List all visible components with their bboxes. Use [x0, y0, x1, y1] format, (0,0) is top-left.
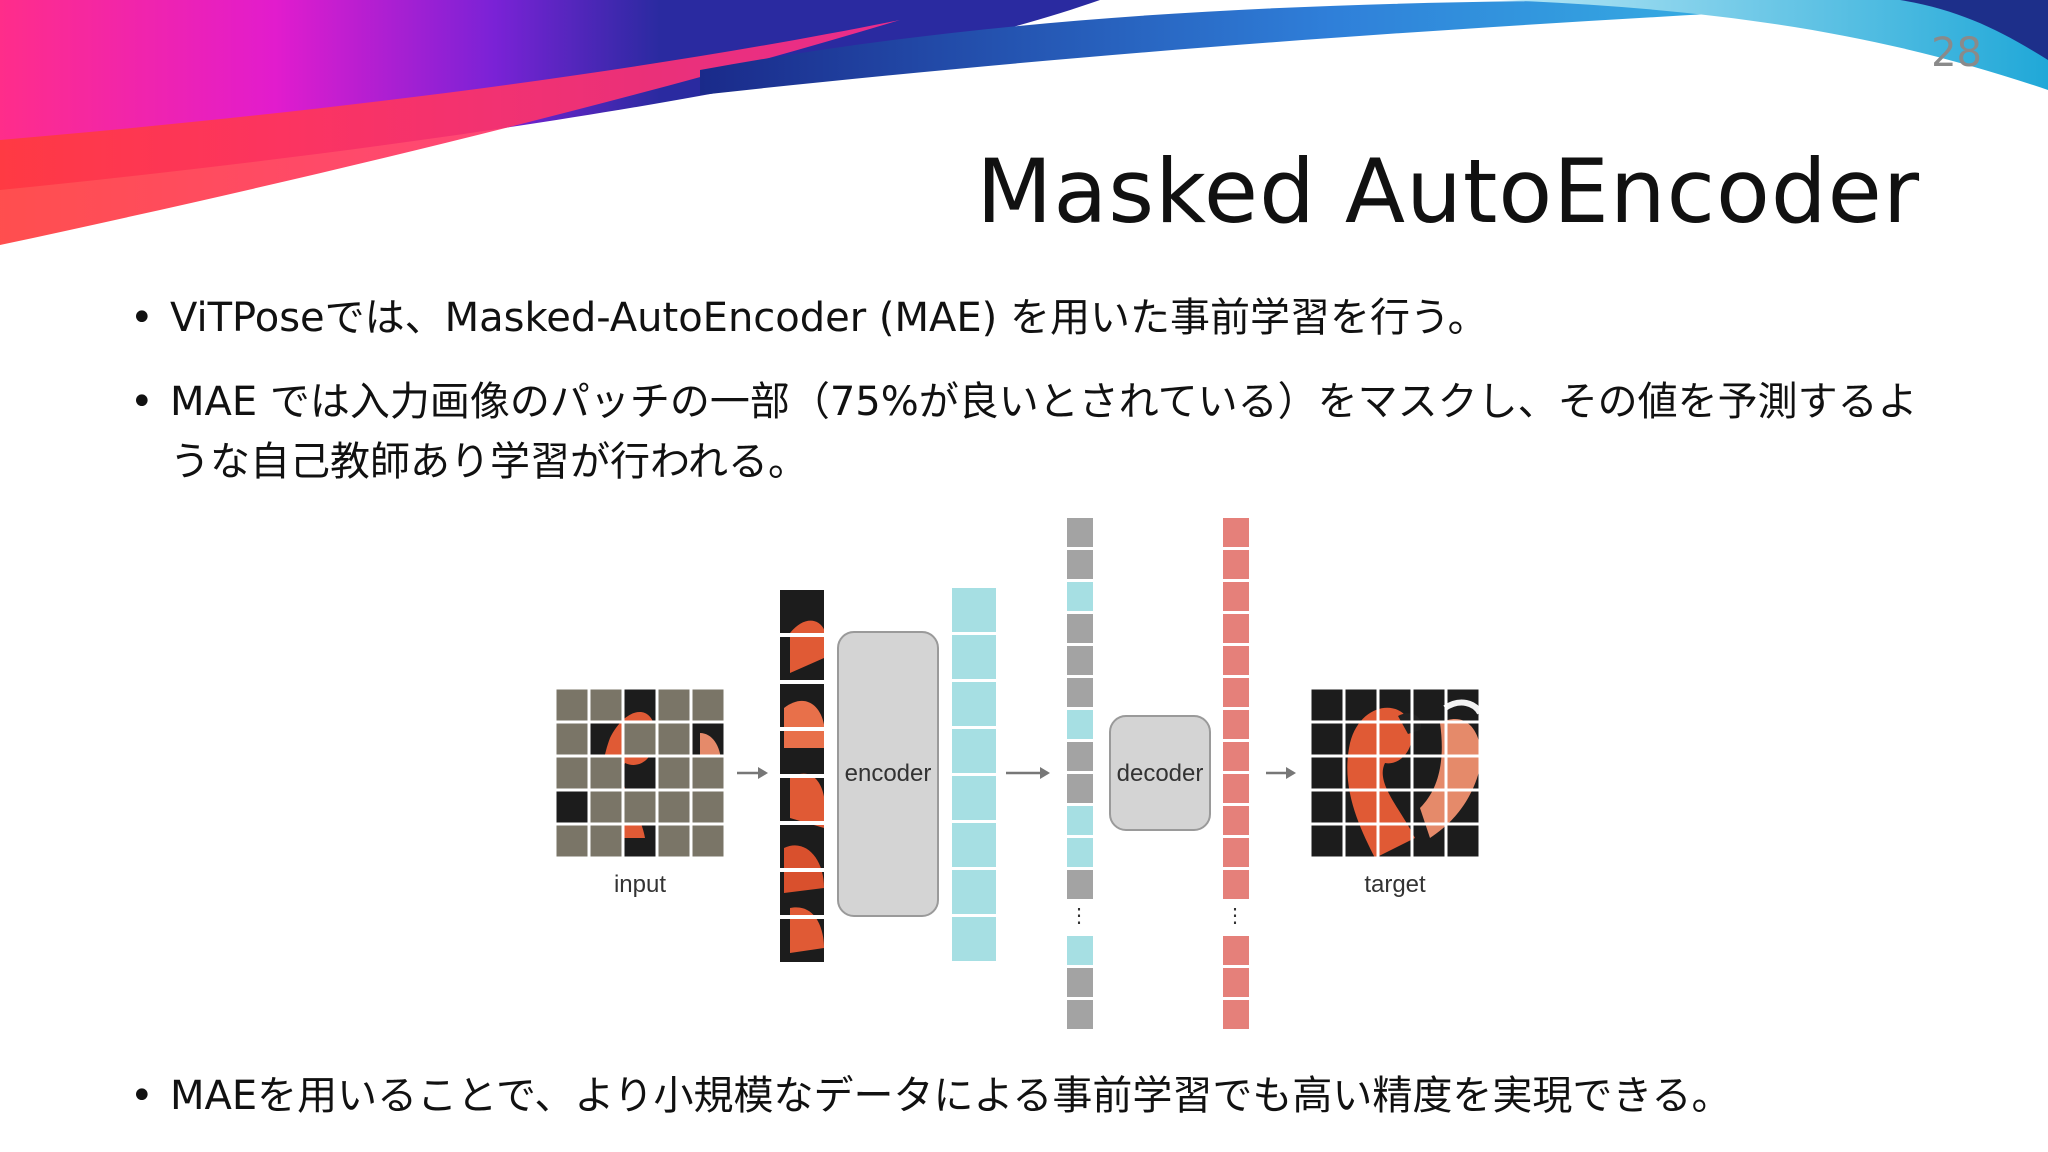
mask-token: [1067, 646, 1093, 675]
output-token: [1223, 518, 1249, 547]
ellipsis-mark: ⋮: [1069, 905, 1089, 927]
slide-title: Masked AutoEncoder: [976, 140, 1920, 243]
visible-token: [1067, 838, 1093, 867]
mask-patch: [657, 722, 691, 756]
output-token: [1223, 614, 1249, 643]
output-token: [1223, 710, 1249, 739]
mask-patch: [589, 790, 623, 824]
mask-token: [1067, 678, 1093, 707]
output-token: [1223, 582, 1249, 611]
encoded-token: [952, 682, 996, 726]
visible-patch-strip: [780, 586, 824, 966]
encoded-tokens: [952, 588, 996, 961]
strip-separator: [780, 774, 824, 778]
mae-diagram: input encoder ⋮ decoder ⋮: [553, 518, 1482, 1029]
strip-separator: [780, 633, 824, 637]
mask-patch: [691, 688, 725, 722]
mask-patch: [589, 824, 623, 858]
mask-patches: [553, 686, 727, 860]
output-token: [1223, 838, 1249, 867]
mask-token: [1067, 968, 1093, 997]
mask-patch: [691, 824, 725, 858]
arrow-right-icon: [737, 767, 768, 779]
page-number: 28: [1931, 30, 1982, 76]
mask-patch: [589, 756, 623, 790]
encoder-block: encoder: [837, 631, 939, 917]
encoded-token: [952, 776, 996, 820]
mask-patch: [657, 756, 691, 790]
mask-patch: [589, 688, 623, 722]
target-label: target: [1364, 871, 1426, 898]
mask-patch: [657, 824, 691, 858]
output-token: [1223, 806, 1249, 835]
decoder-block: decoder: [1109, 715, 1211, 831]
full-token-sequence: [1067, 518, 1093, 1029]
encoded-token: [952, 917, 996, 961]
mask-patch: [623, 790, 657, 824]
output-tokens: [1223, 518, 1249, 1029]
output-token: [1223, 646, 1249, 675]
mask-patch: [555, 756, 589, 790]
mask-token: [1067, 550, 1093, 579]
mask-token: [1067, 518, 1093, 547]
input-image: input: [553, 686, 727, 898]
bullet-list: ViTPoseでは、Masked-AutoEncoder (MAE) を用いた事…: [126, 288, 1946, 516]
grid-cell: [689, 822, 727, 860]
mask-patch: [555, 722, 589, 756]
encoder-label: encoder: [845, 760, 932, 787]
output-token: [1223, 742, 1249, 771]
output-token: [1223, 774, 1249, 803]
strip-separator: [780, 915, 824, 919]
strip-separator: [780, 868, 824, 872]
visible-token: [1067, 582, 1093, 611]
output-token: [1223, 936, 1249, 965]
mask-patch: [657, 688, 691, 722]
grid-cell: [1444, 822, 1482, 860]
visible-token: [1067, 936, 1093, 965]
bullet-item: MAEを用いることで、より小規模なデータによる事前学習でも高い精度を実現できる。: [126, 1066, 1990, 1126]
mask-token: [1067, 1000, 1093, 1029]
strip-separator: [780, 680, 824, 684]
strip-separator: [780, 586, 824, 590]
ellipsis-mark: ⋮: [1225, 905, 1245, 927]
mask-token: [1067, 774, 1093, 803]
output-token: [1223, 968, 1249, 997]
output-token: [1223, 1000, 1249, 1029]
mask-patch: [623, 722, 657, 756]
mask-token: [1067, 870, 1093, 899]
encoded-token: [952, 588, 996, 632]
arrow-right-icon: [1266, 767, 1296, 779]
decoder-label: decoder: [1117, 760, 1204, 787]
target-image: target: [1308, 686, 1482, 898]
encoded-token: [952, 870, 996, 914]
encoded-token: [952, 823, 996, 867]
flamingo-target: [1347, 699, 1480, 858]
input-label: input: [614, 871, 666, 898]
output-token: [1223, 678, 1249, 707]
encoded-token: [952, 729, 996, 773]
header-banner: [0, 0, 2048, 245]
mask-patch: [555, 688, 589, 722]
visible-token: [1067, 806, 1093, 835]
mask-patch: [555, 824, 589, 858]
strip-separator: [780, 821, 824, 825]
target-grid: [1308, 686, 1482, 860]
mask-patch: [657, 790, 691, 824]
output-token: [1223, 550, 1249, 579]
mask-token: [1067, 742, 1093, 771]
strip-separator: [780, 727, 824, 731]
mask-patch: [691, 790, 725, 824]
bullet-item: MAE では入力画像のパッチの一部（75%が良いとされている）をマスクし、その値…: [126, 372, 1946, 492]
mask-patch: [691, 756, 725, 790]
visible-token: [1067, 710, 1093, 739]
strip-separator: [780, 962, 824, 966]
bullet-item: ViTPoseでは、Masked-AutoEncoder (MAE) を用いた事…: [126, 288, 1946, 348]
arrow-right-icon: [1006, 767, 1050, 779]
encoded-token: [952, 635, 996, 679]
mask-token: [1067, 614, 1093, 643]
output-token: [1223, 870, 1249, 899]
